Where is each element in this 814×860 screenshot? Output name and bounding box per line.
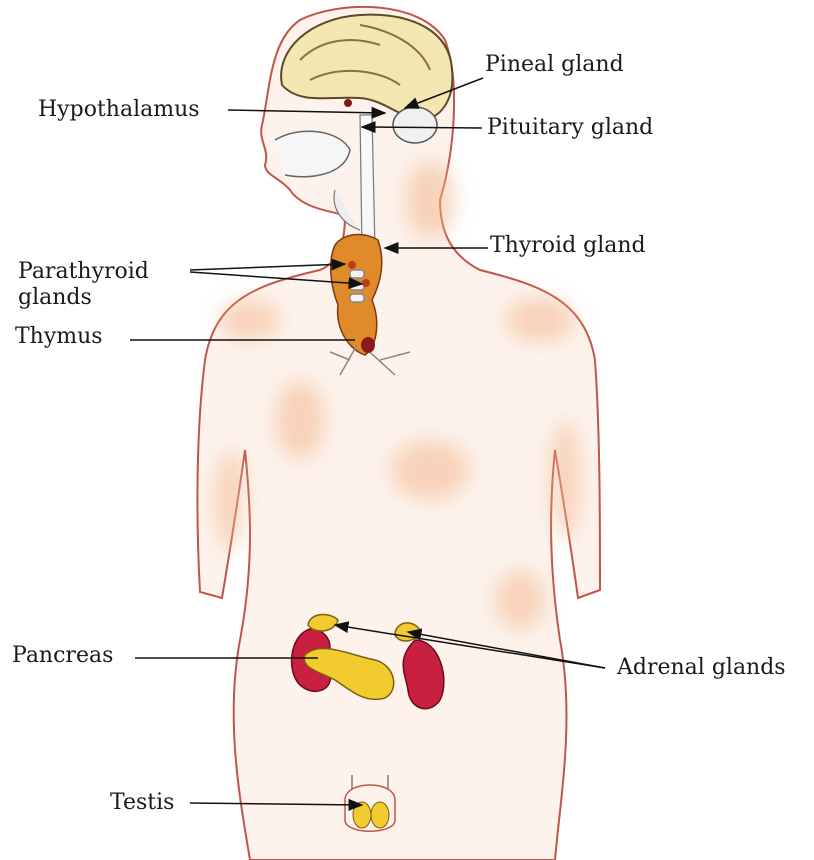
cerebellum (392, 106, 438, 144)
label-thyroid-gland: Thyroid gland (490, 233, 646, 258)
leader-lines (130, 77, 606, 811)
label-pineal-gland: Pineal gland (485, 52, 624, 77)
adrenal-left (307, 613, 339, 632)
label-pancreas: Pancreas (12, 643, 114, 668)
brain (280, 13, 454, 122)
label-adrenal-glands: Adrenal glands (617, 655, 786, 680)
label-thymus: Thymus (15, 324, 103, 349)
testis-left (352, 801, 372, 829)
hypothalamus-mark (344, 99, 352, 107)
spinal-cord (359, 114, 376, 251)
label-testis: Testis (110, 790, 175, 815)
parathyroid-mark (348, 261, 356, 269)
label-parathyroid-line2: glands (18, 285, 92, 310)
label-parathyroid-line1: Parathyroid (18, 259, 149, 284)
label-hypothalamus: Hypothalamus (38, 97, 200, 122)
testis-right (370, 801, 390, 829)
label-pituitary-gland: Pituitary gland (487, 115, 654, 140)
kidney-right (402, 639, 445, 710)
skin-shading (215, 160, 580, 630)
pancreas-organ (303, 647, 395, 701)
thymus-mark (361, 337, 375, 353)
